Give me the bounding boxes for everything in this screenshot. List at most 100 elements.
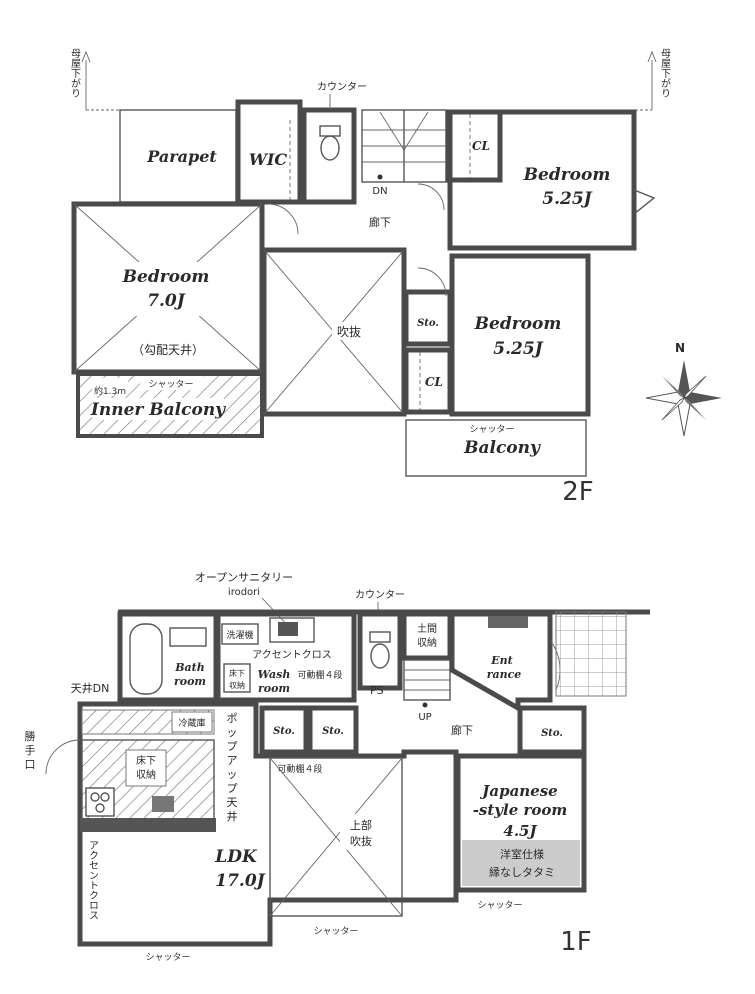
japanese-room-label-2: -style room (473, 801, 568, 819)
japanese-style-room (455, 753, 587, 893)
bedroom-east-size: 5.25J (493, 339, 543, 359)
movable-shelf-wash-label: 可動棚４段 (297, 669, 342, 681)
bedroom-ne-name: Bedroom (523, 165, 611, 185)
svg-text:井: 井 (227, 809, 238, 823)
toilet-1f-bowl (370, 643, 390, 669)
staircase-2f: DN (361, 109, 447, 197)
counter-label-1f: カウンター (355, 589, 405, 601)
toilet-2f-bowl (320, 135, 340, 161)
bedroom-ne (447, 109, 637, 251)
entrance-porch (555, 611, 627, 697)
staircase-1f: UP (403, 659, 451, 723)
western-tatami-label-1: 洋室仕様 (500, 847, 544, 861)
svg-text:ポ: ポ (227, 712, 238, 725)
earth-storage-label-1: 土間 (417, 622, 437, 635)
storage-a-label: Sto. (273, 726, 295, 737)
shutter-label-ldk-bottom: シャッター (145, 952, 190, 963)
storage-b (307, 705, 359, 755)
popup-ceiling-label: ポ ッ プ ア ッ プ 天 井 (227, 712, 238, 823)
hallway-2f-label: 廊下 (369, 215, 391, 229)
washer-label: 洗濯機 (226, 629, 253, 641)
entrance-label-1: Ent (490, 654, 512, 667)
shutter-label-ldk-mid: シャッター (313, 926, 358, 937)
kitchen-door-label-1: 勝 (25, 729, 36, 743)
counter-label-2f: カウンター (317, 81, 367, 93)
closet-bottom-label: CL (425, 375, 443, 389)
bathroom-label-2: room (174, 675, 206, 688)
sink (269, 617, 315, 643)
bedroom-ne-size: 5.25J (542, 189, 592, 209)
accent-cloth-ldk-label: アクセントクロス (87, 840, 99, 920)
upper-void (269, 757, 403, 917)
kitchen-door-label-2: 手 (25, 743, 36, 757)
shutter-label-inner-balcony: シャッター (148, 379, 193, 390)
floor-2-tag: 2F (562, 477, 594, 507)
upper-void-label-1: 上部 (350, 818, 372, 832)
svg-text:ッ: ッ (227, 726, 238, 739)
svg-text:プ: プ (227, 740, 238, 753)
height-note: 約1.3m (94, 385, 126, 397)
sloped-ceiling-label: （勾配天井） (132, 343, 204, 357)
japanese-room-label-1: Japanese (479, 782, 557, 800)
svg-text:ッ: ッ (227, 768, 238, 781)
refrigerator-label: 冷蔵庫 (178, 717, 205, 729)
earth-floor-storage (401, 611, 453, 661)
roof-down-marker-right: 母屋下がり (620, 48, 671, 111)
floor-2-plan: 母屋下がり 母屋下がり Parapet WIC カウンター (69, 48, 671, 507)
ceiling-dn-label: 天井DN (71, 681, 110, 695)
accent-cloth-wash-label: アクセントクロス (252, 649, 332, 661)
roof-down-label-left: 母屋下がり (69, 48, 81, 98)
floor-1-tag: 1F (560, 927, 592, 957)
toilet-2f (301, 107, 357, 205)
bedroom-west-size: 7.0J (147, 291, 186, 311)
tatami-area (462, 840, 580, 886)
earth-storage-label-2: 収納 (417, 636, 437, 649)
entrance-label-2: rance (487, 668, 522, 681)
entrance-hall (449, 611, 553, 713)
ldk-room (77, 701, 459, 947)
svg-text:プ: プ (227, 782, 238, 795)
roof-down-label-right: 母屋下がり (659, 48, 671, 98)
floor-1-plan: オープンサニタリー irodori カウンター Bath room 洗濯機 アク… (25, 571, 650, 963)
kitchen-sink (152, 796, 174, 812)
svg-text:天: 天 (227, 796, 238, 809)
stair-up-label: UP (418, 712, 431, 723)
stair-dn-label: DN (372, 186, 387, 197)
storage-2f-label: Sto. (417, 318, 439, 329)
inner-balcony-label: Inner Balcony (90, 400, 226, 420)
kitchen-floor-storage-label-2: 収納 (136, 768, 156, 781)
wash-room (215, 611, 357, 703)
storage-c (517, 705, 587, 755)
washer-space (221, 623, 259, 645)
wash-room-label-2: room (258, 682, 290, 695)
bedroom-west-name: Bedroom (122, 267, 210, 287)
upper-void-label-2: 吹抜 (350, 834, 372, 848)
open-sanitary-label: オープンサニタリー (195, 571, 293, 584)
void-label: 吹抜 (337, 325, 361, 339)
balcony-label: Balcony (463, 438, 541, 458)
bedroom-east (449, 253, 591, 417)
hallway-1f-label: 廊下 (451, 723, 473, 737)
under-floor-storage-label-1: 床下 (229, 668, 245, 678)
bedroom-east-name: Bedroom (474, 314, 562, 334)
storage-c-label: Sto. (541, 728, 563, 739)
japanese-room-label-3: 4.5J (503, 822, 537, 840)
parapet-label: Parapet (146, 147, 217, 166)
balcony (405, 419, 587, 477)
ldk-label-2: 17.0J (215, 871, 265, 891)
wic-room (235, 99, 303, 205)
compass-north-label: N (675, 341, 685, 355)
shutter-label-japanese-room: シャッター (477, 900, 522, 911)
shutter-label-balcony: シャッター (469, 424, 514, 435)
ps-label: PS (370, 684, 384, 697)
movable-shelf-ldk-label: 可動棚４段 (277, 763, 322, 775)
storage-a (259, 705, 309, 755)
compass-rose: N (645, 341, 722, 437)
bathtub (129, 623, 163, 695)
western-tatami-label-2: 縁なしタタミ (489, 865, 555, 879)
irodori-label: irodori (228, 587, 260, 598)
bedroom-ne-window (633, 189, 656, 215)
kitchen-floor-storage-label-1: 床下 (136, 754, 156, 767)
closet-top-label: CL (472, 139, 490, 153)
